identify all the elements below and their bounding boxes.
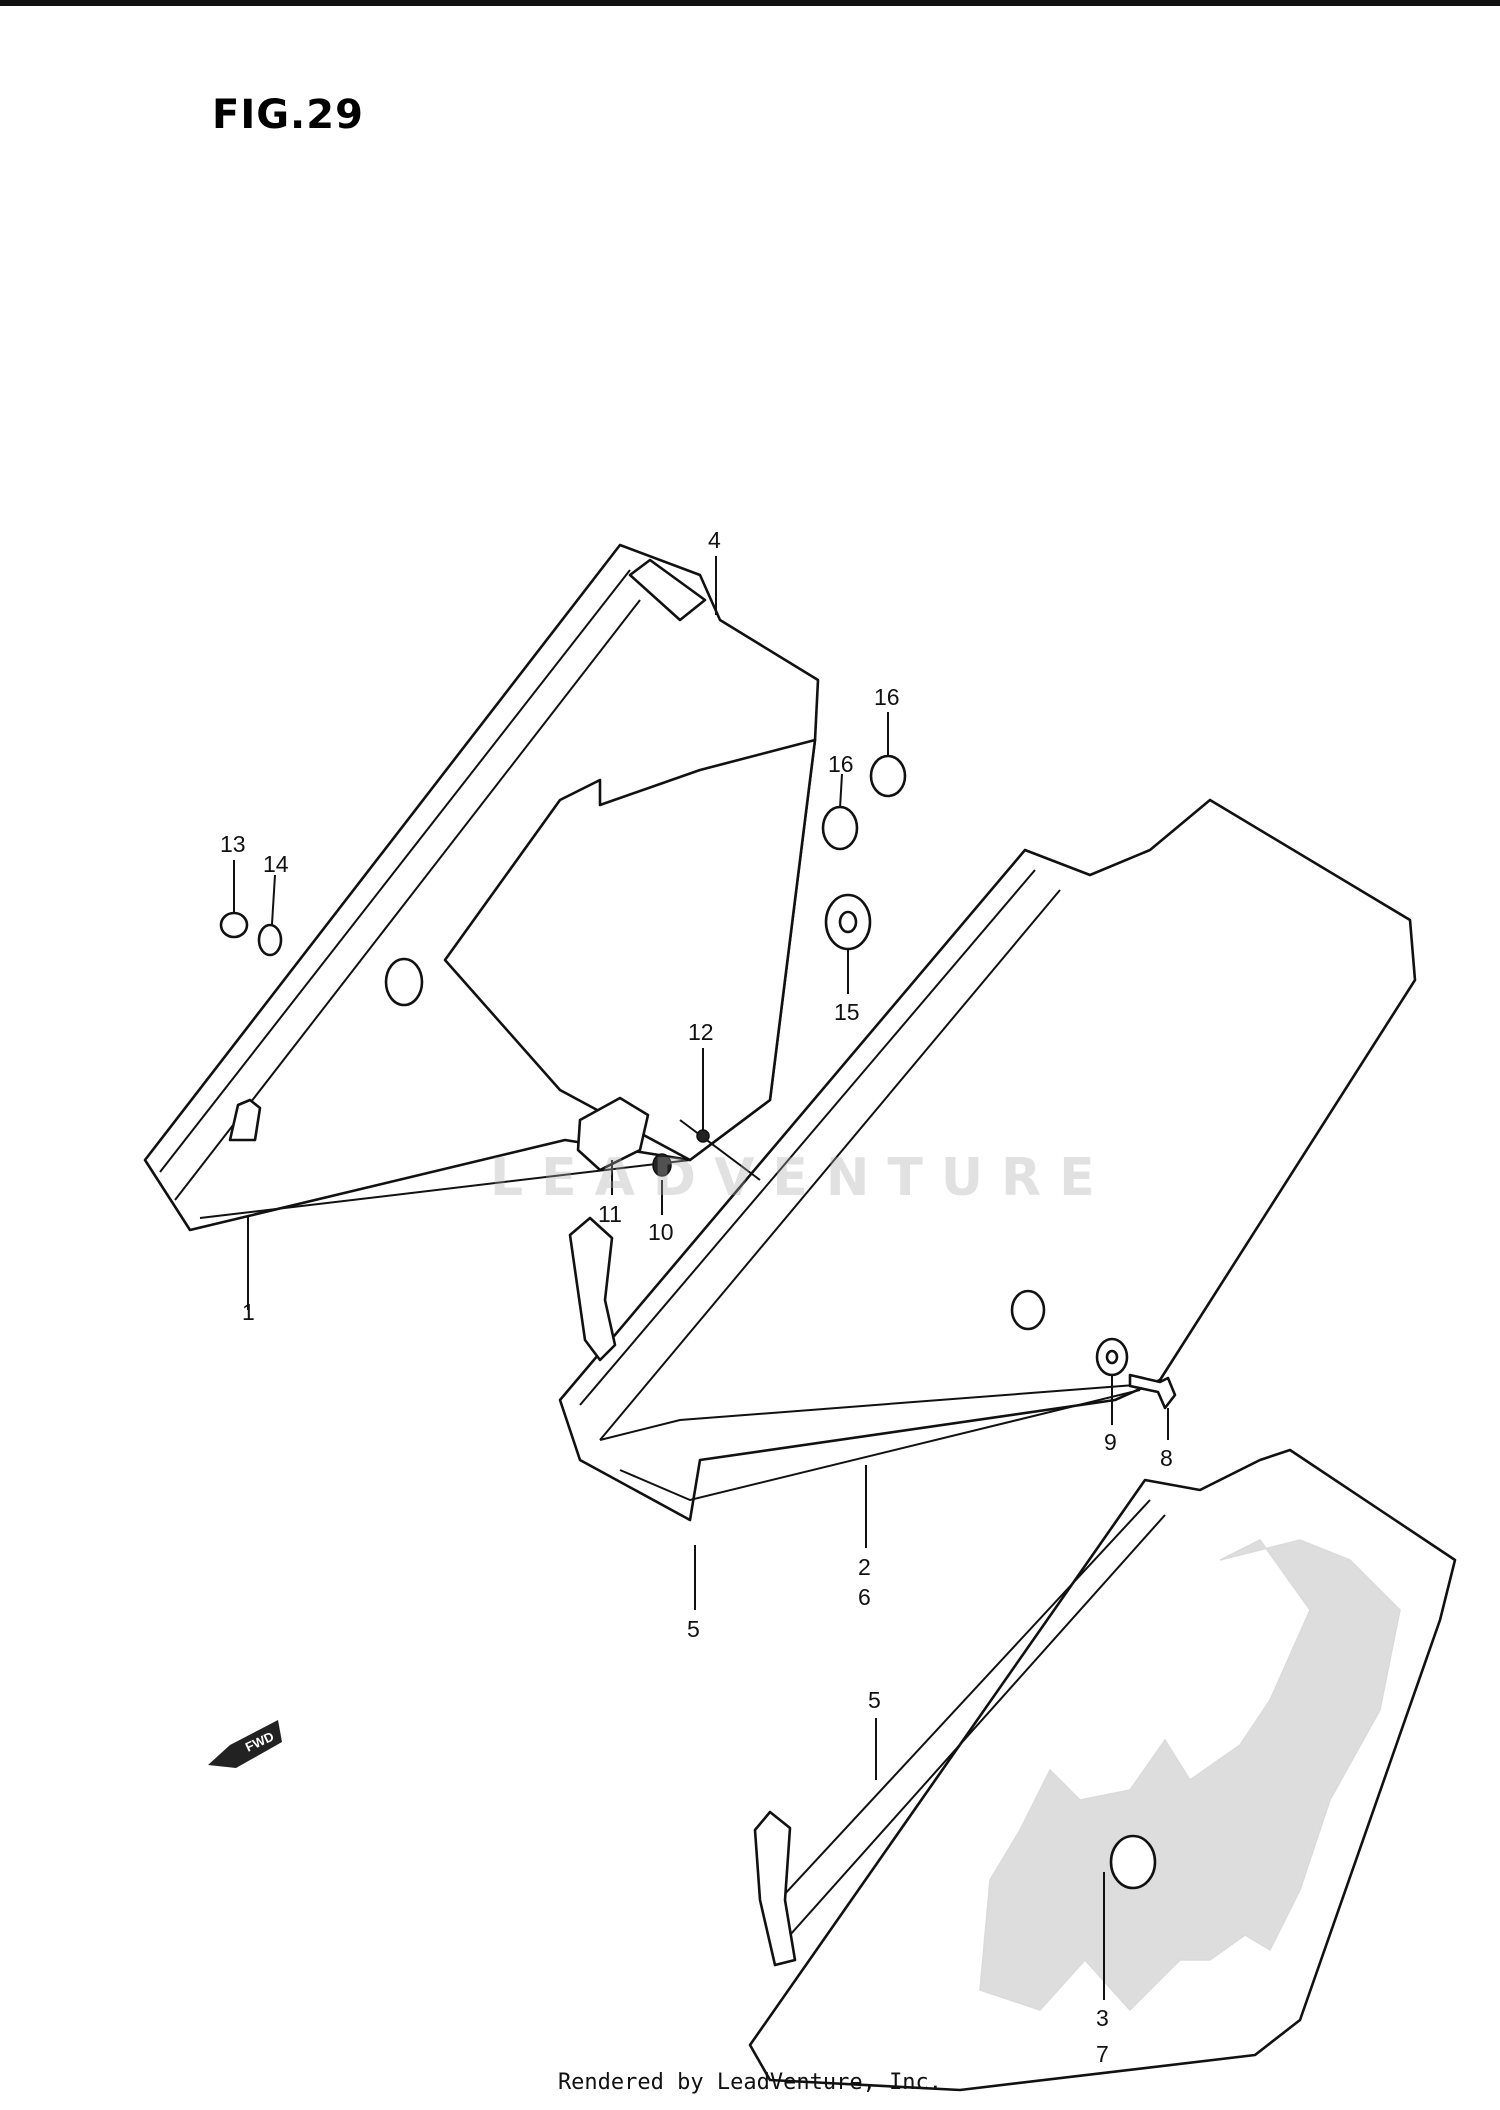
callout-16-lower: 16 (828, 751, 854, 777)
grommet-15[interactable] (824, 893, 872, 951)
callout-11: 11 (598, 1201, 622, 1227)
top-border (0, 0, 1500, 6)
callout-2: 2 (858, 1554, 871, 1580)
callout-8: 8 (1160, 1445, 1173, 1471)
fwd-arrow-icon: FWD (208, 1720, 282, 1768)
callout-5-lower: 5 (868, 1687, 881, 1713)
washer-10[interactable] (652, 1153, 672, 1177)
callout-3: 3 (1096, 2005, 1109, 2031)
callout-9: 9 (1104, 1429, 1117, 1455)
watermark: LEADVENTURE (490, 1148, 1113, 1208)
frame-cover-lower[interactable] (748, 1448, 1457, 2092)
callout-10: 10 (648, 1219, 674, 1245)
callout-5-middle: 5 (687, 1616, 700, 1642)
clip-11[interactable] (576, 1096, 650, 1172)
callout-16-top: 16 (874, 684, 900, 710)
bolt-8[interactable] (1128, 1373, 1177, 1410)
callout-1: 1 (242, 1299, 255, 1325)
footer-credit: Rendered by LeadVenture, Inc. (557, 2070, 943, 2095)
callout-12: 12 (688, 1019, 714, 1045)
frame-cover-left-upper[interactable] (143, 543, 820, 1232)
callout-15: 15 (834, 999, 860, 1025)
washer-14[interactable] (257, 923, 283, 957)
grommet-16-lower[interactable] (821, 805, 859, 851)
callout-14: 14 (263, 851, 289, 877)
screw-13[interactable] (219, 911, 249, 939)
grommet-16-top[interactable] (869, 754, 907, 798)
callout-6: 6 (858, 1584, 871, 1610)
washer-9[interactable] (1095, 1337, 1129, 1377)
callout-7: 7 (1096, 2041, 1109, 2067)
frame-cover-right-middle[interactable] (558, 798, 1417, 1522)
callout-13: 13 (220, 831, 246, 857)
callout-4: 4 (708, 527, 721, 553)
leader-lines (233, 556, 1169, 2000)
figure-title: FIG.29 (212, 92, 364, 138)
